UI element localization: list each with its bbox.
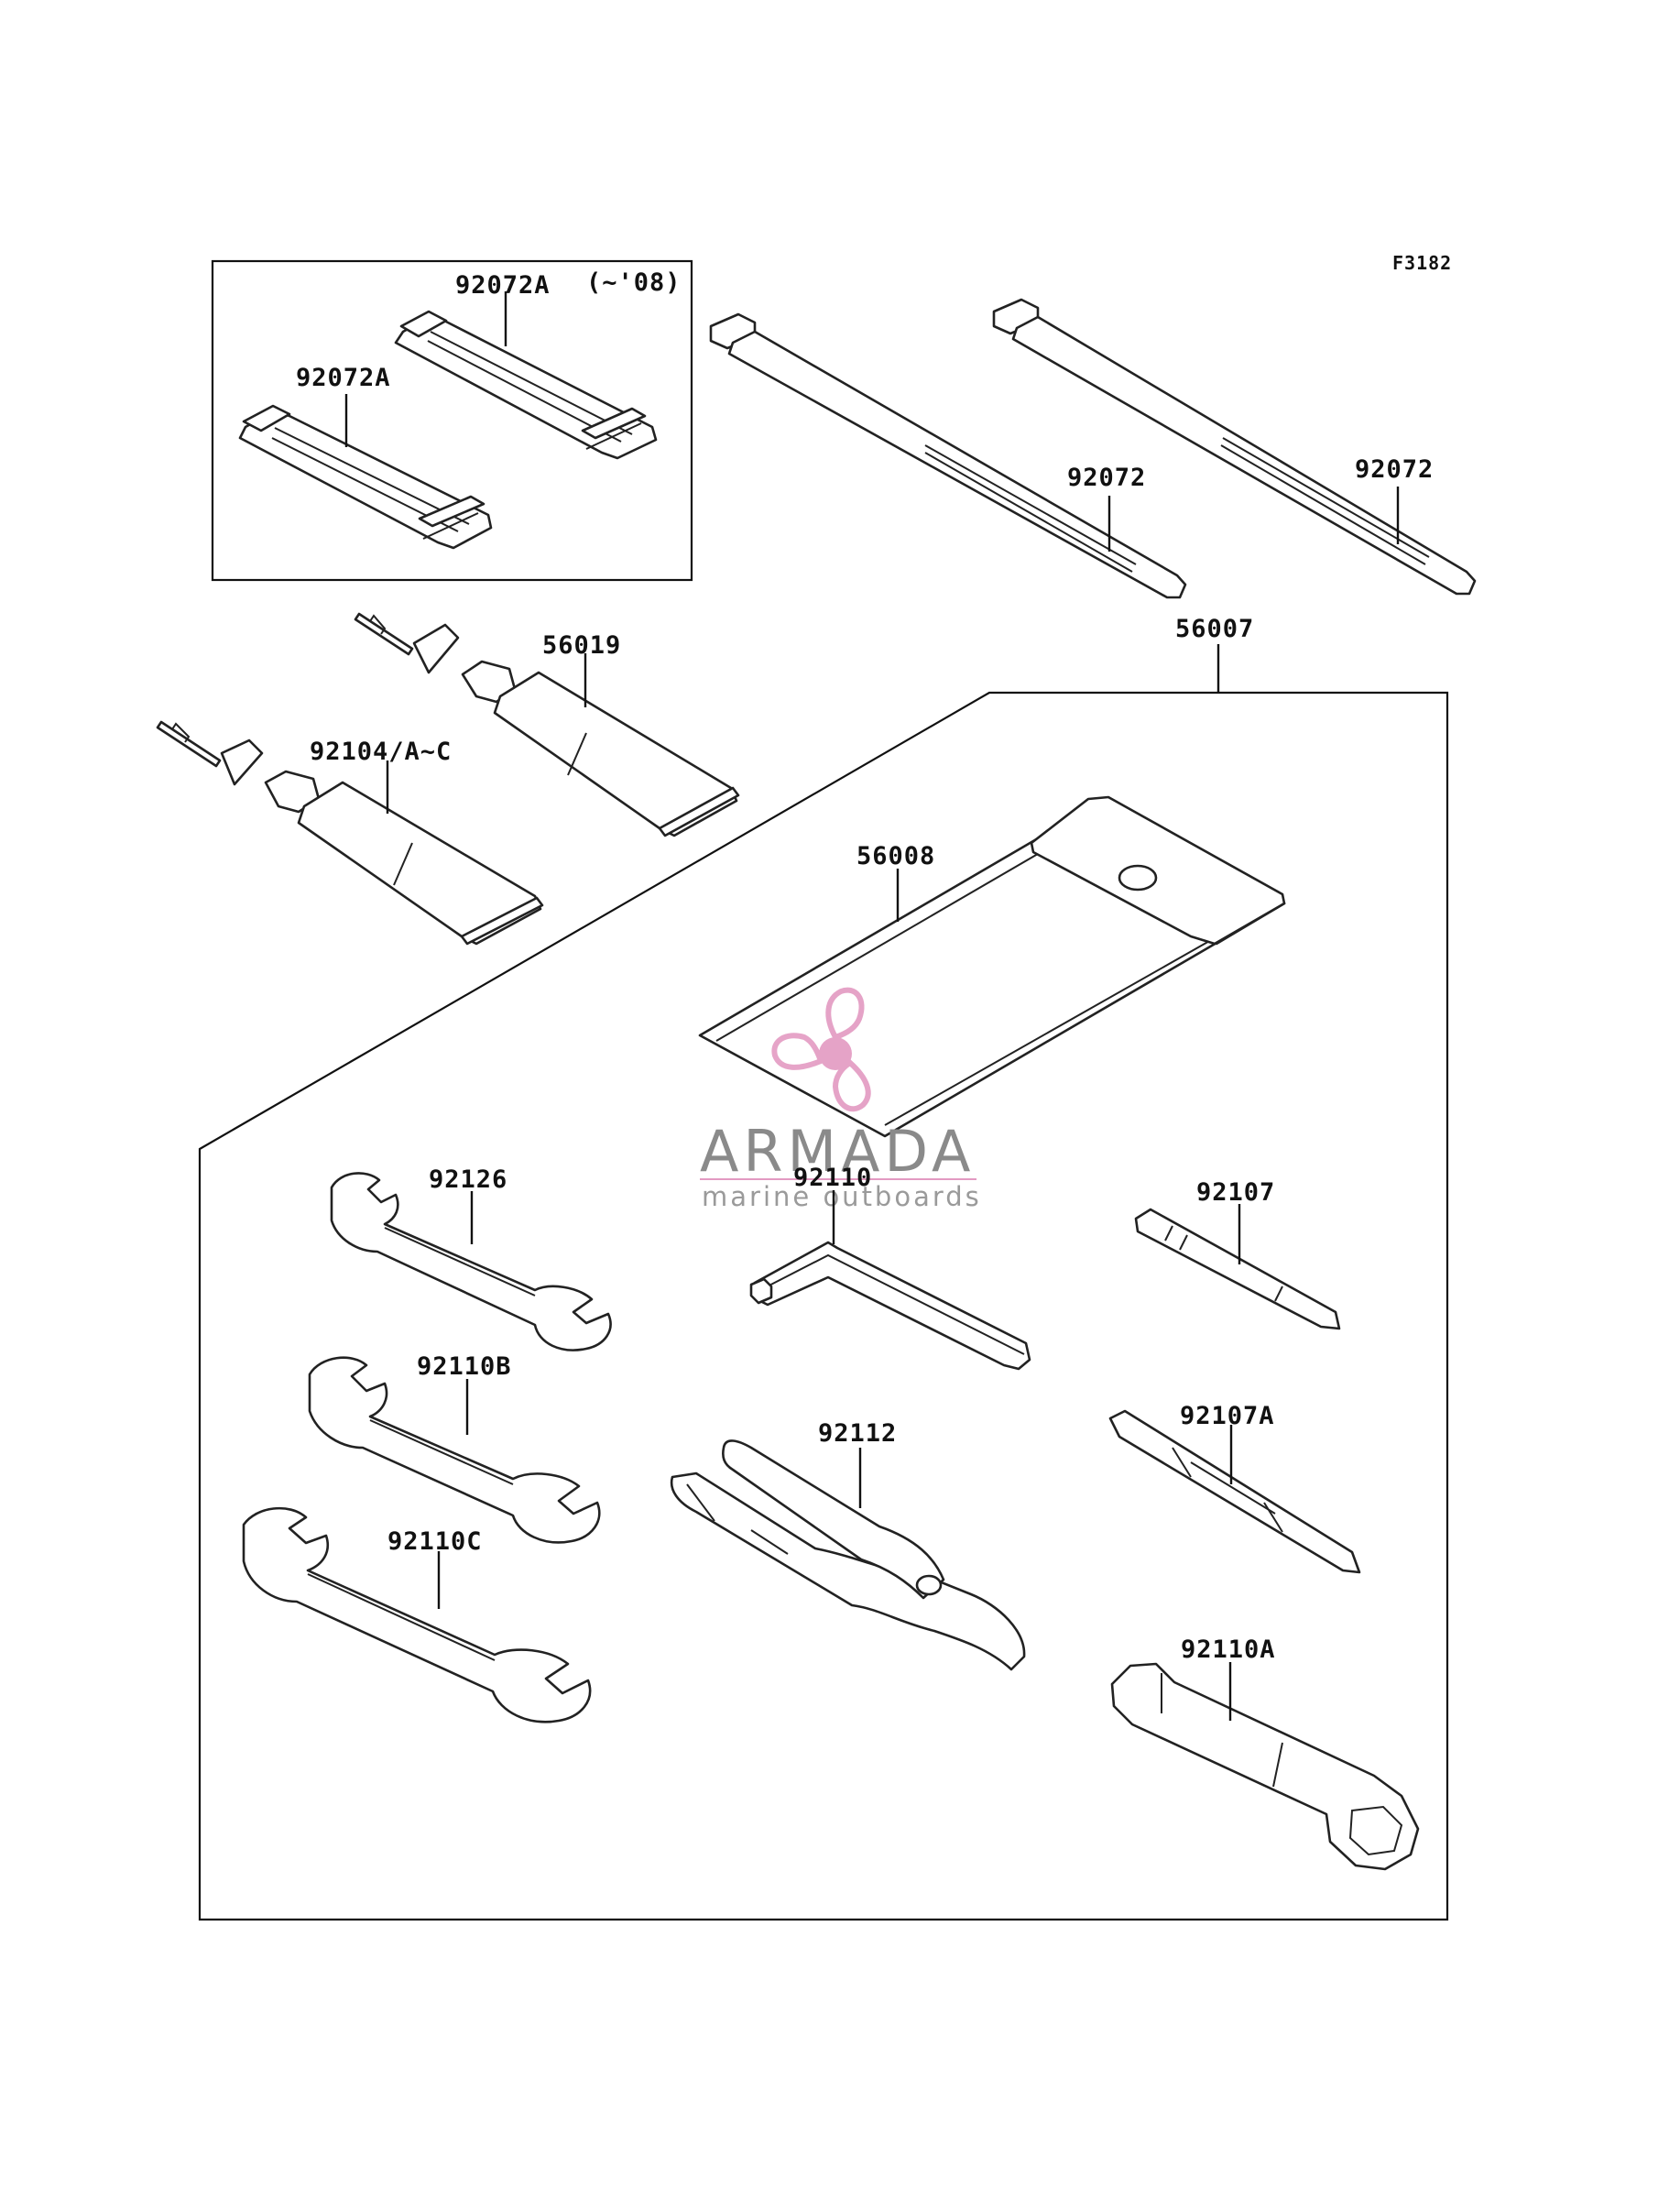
callout-wrench-mid: 92110B (417, 1352, 512, 1381)
callout-screwdriver-bit: 92107 (1196, 1178, 1275, 1207)
callout-tube-upper: 56019 (542, 631, 621, 660)
cable-tie-left-part (709, 312, 1187, 599)
callout-tie-left: 92072 (1067, 464, 1146, 492)
callout-strap-a-note: (~'08) (586, 268, 682, 297)
plug-wrench-part (1110, 1662, 1420, 1871)
callout-tool-kit: 56007 (1175, 615, 1254, 643)
callout-strap-a-lower: 92072A (296, 364, 391, 392)
callout-tube-lower: 92104/A~C (310, 738, 452, 766)
screwdriver-bit-a-part (1108, 1409, 1361, 1574)
watermark-tagline: marine outboards (702, 1181, 982, 1212)
callout-hex-key: 92110 (793, 1164, 872, 1192)
tool-bag-part (698, 795, 1286, 1138)
callout-tie-right: 92072 (1355, 455, 1434, 484)
watermark-brand: ARMADA (700, 1118, 975, 1185)
callout-strap-a-upper: 92072A (455, 271, 551, 300)
tube-lower-part (156, 720, 544, 946)
strap-inset-box (211, 259, 693, 582)
pliers-part (670, 1439, 1026, 1671)
callout-wrench-bottom: 92110C (387, 1527, 483, 1556)
callout-wrench-top: 92126 (429, 1165, 507, 1194)
tool-kit-outline (198, 691, 1449, 1921)
callout-pliers: 92112 (818, 1419, 897, 1448)
wrench-bottom-part (242, 1506, 592, 1723)
wrench-top-part (330, 1172, 612, 1351)
figure-ref: F3182 (1392, 252, 1452, 274)
wrench-mid-part (308, 1356, 601, 1544)
screwdriver-bit-part (1134, 1208, 1341, 1330)
callout-tool-bag: 56008 (856, 842, 935, 870)
callout-plug-wrench: 92110A (1181, 1636, 1276, 1664)
callout-screwdriver-bit-a: 92107A (1180, 1402, 1275, 1430)
cable-tie-right-part (992, 298, 1477, 596)
strap-lower-part (238, 404, 493, 550)
armada-propeller-logo (771, 987, 871, 1112)
tube-upper-part (354, 612, 740, 837)
strap-upper-part (394, 310, 658, 460)
hex-key-part (749, 1241, 1031, 1371)
